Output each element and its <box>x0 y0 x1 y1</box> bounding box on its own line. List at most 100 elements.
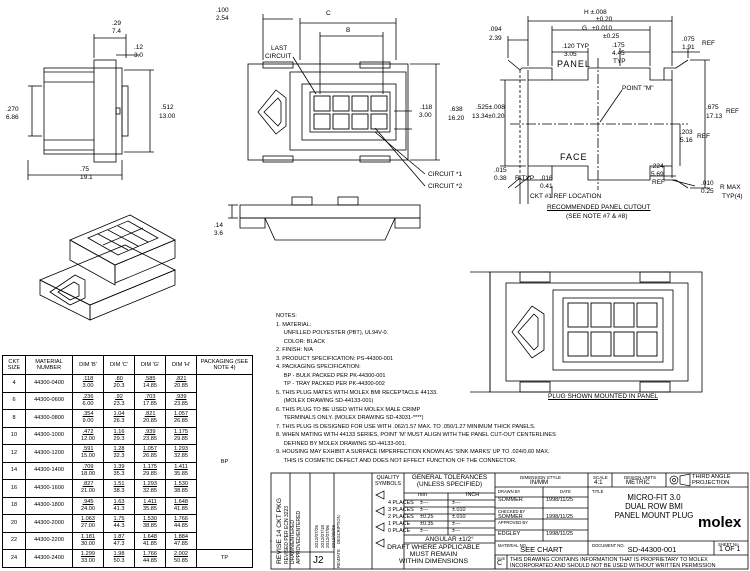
col-header-material: MATERIAL NUMBER <box>25 355 73 375</box>
cell-dim-g-inch: 1.766 <box>143 551 157 558</box>
cell-dim-h-mm: 41.85 <box>174 505 188 512</box>
circuit-size-table: CKT SIZE MATERIAL NUMBER DIM 'B' DIM 'C'… <box>2 355 253 568</box>
cell-dim-g-inch: 1.648 <box>143 533 157 540</box>
dim-1620: 16.20 <box>448 115 465 122</box>
cell-dim-g-inch: .939 <box>144 428 156 435</box>
cell-dim-c-inch: 1.16 <box>113 428 125 435</box>
cell-dim-c-mm: 50.3 <box>113 558 125 565</box>
cell-dim-b-inch: .236 <box>82 393 94 400</box>
cell-material: 44300-1600 <box>25 479 73 498</box>
cell-dim-h-inch: 1.411 <box>174 463 188 470</box>
cell-dim-b-mm: 21.00 <box>81 488 95 495</box>
cell-material: 44300-1200 <box>25 444 73 463</box>
note-line: DEFINED BY MOLEX DRAWING SD-44133-001. <box>276 440 407 447</box>
cell-dim-h-mm: 44.85 <box>174 523 188 530</box>
cell-material: 44300-2400 <box>25 549 73 568</box>
cell-dim-g-mm: 23.85 <box>143 435 157 442</box>
sheet: 1 OF 1 <box>719 546 741 553</box>
cutout-title: RECOMMENDED PANEL CUTOUT <box>547 204 651 211</box>
dim-569: 5.69 <box>651 171 664 178</box>
side-view-outline <box>228 196 421 241</box>
units-label: DESIGN UNITS <box>624 475 657 480</box>
projection: THIRD ANGLE PROJECTION <box>692 474 731 487</box>
sheet-label: SHEET No. <box>718 542 740 547</box>
dim-style-label: DIMENSION STYLE <box>520 475 562 480</box>
typ4-label: TYP(4) <box>722 193 743 200</box>
approved-date: 1998/11/25 <box>546 531 574 537</box>
cutout-subtitle: (SEE NOTE #7 & #8) <box>566 213 628 220</box>
cell-ckt-size: 14 <box>2 461 26 480</box>
dim-525: .525±.008 <box>476 104 505 111</box>
quality-label: QUALITY SYMBOLS <box>374 475 402 487</box>
mm-label: mm <box>418 492 427 498</box>
last-circuit-label-1: LAST <box>271 45 288 52</box>
title-line-3: PANEL MOUNT PLUG <box>614 511 694 520</box>
dim-30: 3.0 <box>134 52 144 59</box>
checked-date: 1998/11/25 <box>546 514 574 520</box>
dim-style: IN/MM <box>530 479 549 486</box>
circuit-2-label: CIRCUIT *2 <box>428 183 463 190</box>
proprietary-2: INCORPORATED AND SHOULD NOT BE USED WITH… <box>510 563 716 569</box>
document-label: DOCUMENT NO. <box>592 543 625 548</box>
cell-dim-b-mm: 18.00 <box>81 470 95 477</box>
drawn-date: 1998/11/25 <box>546 497 574 503</box>
cell-dim-c-inch: 1.75 <box>113 516 125 523</box>
note-line: BP - BULK PACKED PER PK-44300-001 <box>276 372 386 379</box>
cell-dim-b-inch: 1.299 <box>81 551 95 558</box>
r-max-label: R MAX <box>720 184 741 191</box>
r-typ-label: R TYP <box>515 175 535 182</box>
checked-by: SOMMER <box>498 514 523 520</box>
cell-dim-h-inch: .939 <box>175 393 187 400</box>
dim-094: .094 <box>489 26 502 33</box>
cell-dim-c-mm: 41.3 <box>113 505 125 512</box>
cell-dim-c-mm: 44.3 <box>113 523 125 530</box>
col-header-packaging: PACKAGING (SEE NOTE 4) <box>196 355 253 375</box>
cell-dim-b-inch: .945 <box>82 498 94 505</box>
rev-label: REV <box>336 559 341 568</box>
cell-dim-h-mm: 29.85 <box>174 435 188 442</box>
cell-ckt-size: 22 <box>2 531 26 550</box>
last-circuit-label-2: CIRCUIT <box>265 53 292 60</box>
cell-dim-c-inch: 1.98 <box>113 551 125 558</box>
cell-dim-h-mm: 35.85 <box>174 470 188 477</box>
cell-material: 44300-1000 <box>25 426 73 445</box>
tol-inch-value: ±.010 <box>452 514 466 520</box>
dim-224: .224 <box>651 163 664 170</box>
gen-tol-label-1: GENERAL TOLERANCES <box>411 474 488 481</box>
document-number: SD-44300-001 <box>627 545 677 554</box>
note-line: 9. HOUSING MAY EXHIBIT A SURFACE IMPERFE… <box>276 449 550 455</box>
point-m-label: POINT "M" <box>622 85 654 92</box>
circuit-1-label: CIRCUIT *1 <box>428 171 463 178</box>
cell-dim-b-mm: 12.00 <box>81 435 95 442</box>
tol-mm-value: ±0.25 <box>420 514 434 520</box>
cell-dim-g-inch: 1.175 <box>143 463 157 470</box>
ref-label-3: REF <box>697 133 710 140</box>
tol-mm-value: ±--- <box>420 528 429 534</box>
cell-material: 44300-0800 <box>25 409 73 428</box>
title-block-grid <box>270 472 749 570</box>
dim-120-typ: .120 TYP <box>562 43 589 50</box>
cell-dim-h-inch: .821 <box>175 376 187 383</box>
draft-1: DRAFT WHERE APPLICABLE <box>387 544 480 551</box>
cell-dim-h-inch: 1.057 <box>174 411 188 418</box>
cell-dim-c-inch: .92 <box>115 393 123 400</box>
cell-dim-g-inch: 1.057 <box>143 446 157 453</box>
units: METRIC <box>626 479 650 486</box>
dim-36: 3.6 <box>214 230 224 237</box>
tol-mm-value: ±--- <box>420 507 429 513</box>
